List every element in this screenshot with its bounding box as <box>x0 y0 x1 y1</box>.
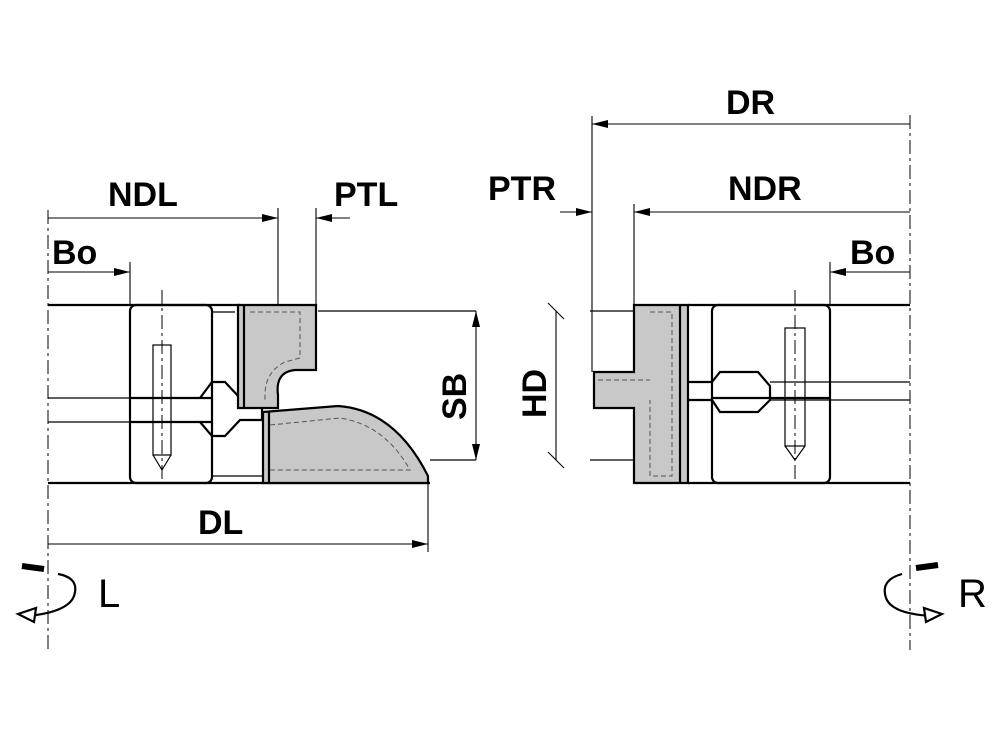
label-rotation-right: R <box>958 572 987 616</box>
dim-ndl <box>48 208 279 305</box>
label-dl: DL <box>198 504 243 542</box>
label-ndl: NDL <box>108 176 178 214</box>
dim-ndr <box>633 204 910 305</box>
rotation-left-icon <box>15 563 77 624</box>
dim-ptr <box>560 208 592 216</box>
dim-bo-right <box>829 262 910 305</box>
dim-dl <box>48 476 429 552</box>
label-bo-left: Bo <box>52 234 97 272</box>
label-rotation-left: L <box>98 572 120 616</box>
right-cutter <box>592 303 690 485</box>
label-ptl: PTL <box>334 176 398 214</box>
label-ndr: NDR <box>728 170 802 208</box>
dim-ptl <box>315 208 350 305</box>
label-ptr: PTR <box>488 170 556 208</box>
dim-hd <box>547 302 565 469</box>
label-dr: DR <box>726 84 775 122</box>
left-clamp-block <box>128 290 264 485</box>
rotation-right-icon <box>883 562 945 624</box>
label-sb: SB <box>436 373 474 420</box>
dim-sb <box>472 311 480 460</box>
label-hd: HD <box>516 369 554 418</box>
tool-body-outline <box>48 303 910 485</box>
dim-bo-left <box>48 262 131 305</box>
right-clamp-block <box>688 290 832 485</box>
left-cutter <box>236 303 430 485</box>
label-bo-right: Bo <box>850 234 895 272</box>
dim-dr <box>591 116 910 372</box>
